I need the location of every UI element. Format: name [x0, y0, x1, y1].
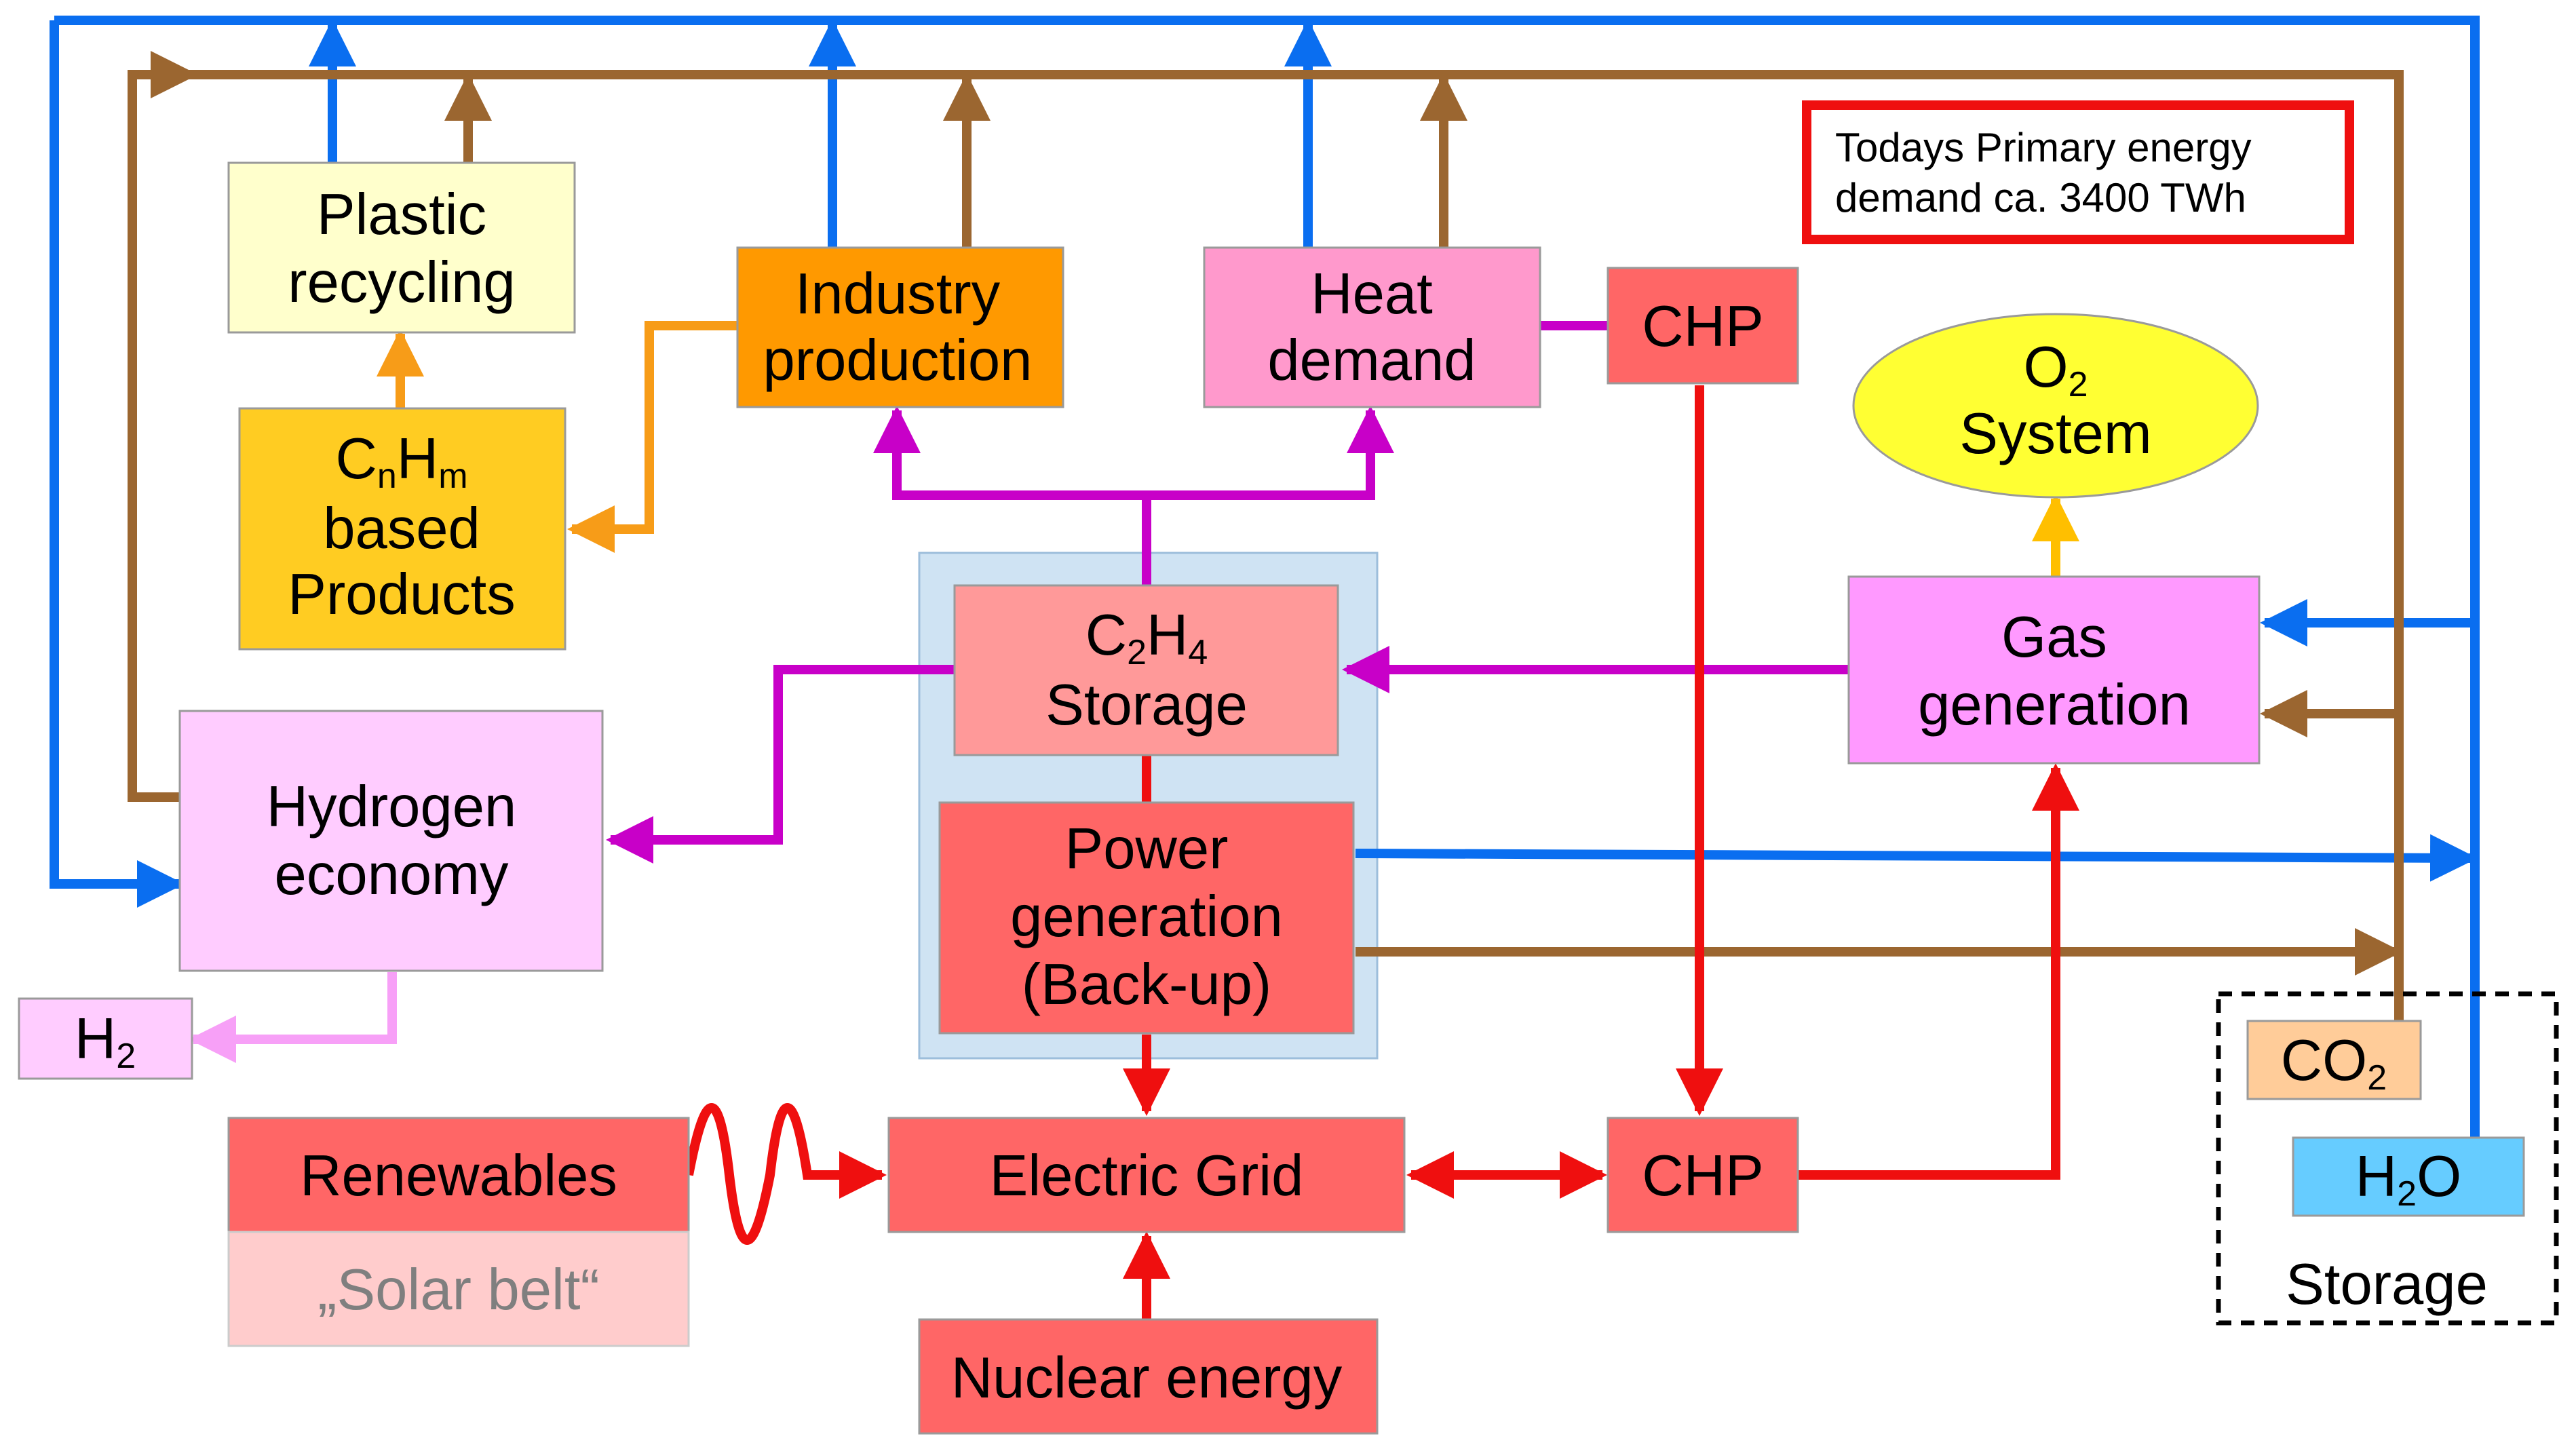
o2-formula: O2 [2023, 335, 2088, 404]
o2-label-2: System [1959, 402, 2151, 466]
power-label-1: Power [1065, 817, 1229, 881]
industry-production-box [736, 246, 1064, 408]
cnhm-formula: CnHm [335, 427, 467, 496]
chp-top-box [1607, 267, 1799, 385]
plastic-recycling-box [227, 161, 576, 334]
renewables-to-grid-wave [684, 1103, 887, 1245]
h2o-box [2292, 1136, 2525, 1217]
note-line-1: Todays Primary energy [1835, 125, 2252, 170]
renewables-label: Renewables [300, 1144, 617, 1208]
power-water-arrow [1355, 834, 2478, 882]
gas-label-2: generation [1918, 673, 2191, 737]
cnhm-label-3: Products [288, 562, 515, 627]
chp-to-gas-arrow [1798, 763, 2079, 1180]
h2-formula: H2 [75, 1007, 136, 1076]
nuclear-energy-label: Nuclear energy [951, 1346, 1343, 1410]
co2-formula: CO2 [2281, 1028, 2387, 1098]
cnhm-products-box [238, 407, 566, 651]
storage-to-hydrogen-arrow [606, 665, 955, 864]
primary-energy-note-box [1802, 100, 2354, 244]
electric-grid-label: Electric Grid [990, 1144, 1304, 1208]
storage-to-heat-arrow [1147, 406, 1394, 500]
industry-label-1: Industry [795, 262, 1001, 326]
hydrogen-label-1: Hydrogen [267, 775, 517, 839]
power-generation-box [938, 801, 1355, 1035]
h2-box [18, 997, 193, 1080]
gas-generation-box [1847, 575, 2261, 765]
gas-label-1: Gas [2001, 605, 2107, 670]
chp-bottom-label: CHP [1642, 1144, 1763, 1208]
storage-label: Storage [2286, 1252, 2488, 1317]
industry-label-2: production [763, 328, 1033, 393]
hydrogen-to-h2-arrow [189, 972, 397, 1063]
solar-belt-box [227, 1231, 690, 1347]
power-label-2: generation [1010, 885, 1283, 949]
co2-box [2246, 1020, 2422, 1100]
plastic-recycling-label-1: Plastic [317, 182, 486, 247]
water-loop-line [54, 16, 2480, 1140]
c2h4-storage-box [953, 584, 1339, 756]
heat-label-1: Heat [1311, 262, 1433, 326]
note-line-2: demand ca. 3400 TWh [1835, 175, 2246, 220]
nuclear-energy-box [918, 1318, 1379, 1435]
hydrogen-economy-box [178, 710, 604, 972]
chp-bottom-box [1607, 1117, 1799, 1233]
h2o-formula: H2O [2356, 1144, 2461, 1214]
storage-group-outline [2216, 991, 2559, 1326]
chp-top-label: CHP [1642, 294, 1763, 359]
hydrogen-label-2: economy [275, 843, 509, 907]
o2-system-ellipse [1852, 313, 2259, 499]
c2h4-label-2: Storage [1045, 673, 1248, 737]
water-to-hydrogen-arrow [50, 20, 185, 908]
electric-grid-box [887, 1117, 1406, 1233]
industry-to-products-arrow [567, 321, 737, 553]
solar-belt-label: „Solar belt“ [318, 1258, 600, 1322]
renewables-box [227, 1117, 690, 1233]
heat-demand-box [1203, 246, 1541, 408]
cnhm-label-2: based [323, 497, 480, 561]
c2h4-formula: C2H4 [1085, 603, 1208, 672]
plastic-recycling-label-2: recycling [288, 250, 515, 315]
power-label-3: (Back-up) [1022, 952, 1271, 1017]
storage-to-industry-arrow [873, 406, 1151, 585]
heat-label-2: demand [1267, 328, 1476, 393]
